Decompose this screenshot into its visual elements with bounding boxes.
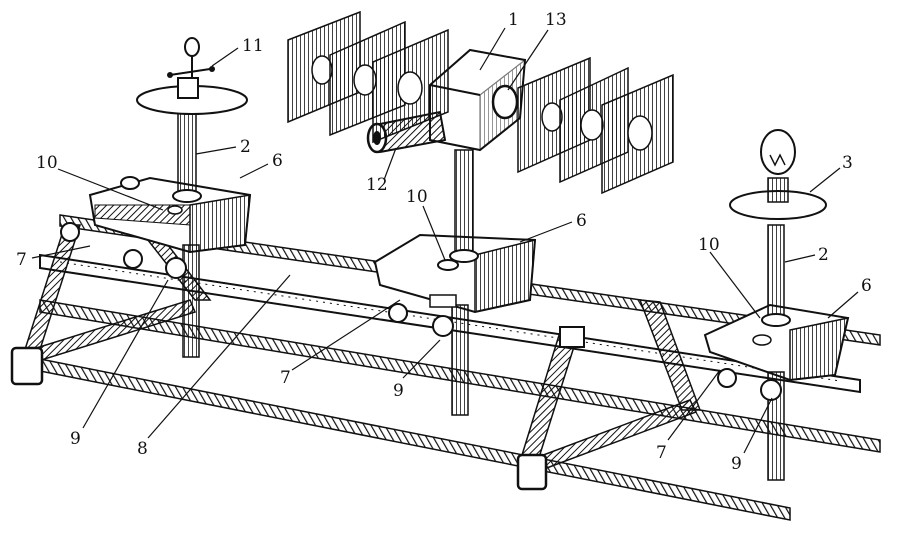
callout-7-left: 7 bbox=[16, 250, 27, 270]
callout-13: 13 bbox=[545, 10, 567, 30]
callout-1: 1 bbox=[508, 10, 519, 30]
left-stand bbox=[136, 37, 248, 203]
callout-8: 8 bbox=[137, 439, 148, 459]
callout-10-right: 10 bbox=[698, 235, 720, 255]
callout-12: 12 bbox=[366, 175, 388, 195]
right-trestle bbox=[516, 299, 702, 491]
callout-9-left: 9 bbox=[70, 429, 81, 449]
callout-10-middle: 10 bbox=[406, 187, 428, 207]
aperture-screens-left bbox=[287, 10, 449, 144]
callout-9-right: 9 bbox=[731, 454, 742, 474]
callout-6-right: 6 bbox=[861, 276, 872, 296]
callout-9-middle: 9 bbox=[393, 381, 404, 401]
callout-6-left: 6 bbox=[272, 151, 283, 171]
lamp-stand bbox=[729, 129, 827, 327]
projector-assembly bbox=[366, 48, 527, 263]
callout-2-left: 2 bbox=[240, 137, 251, 157]
right-carriage bbox=[703, 303, 850, 481]
callout-11: 11 bbox=[242, 36, 264, 56]
callout-10-left: 10 bbox=[36, 153, 58, 173]
callout-2-right: 2 bbox=[818, 245, 829, 265]
callout-6-middle: 6 bbox=[576, 211, 587, 231]
callout-7-right: 7 bbox=[656, 443, 667, 463]
aperture-screens-right bbox=[517, 56, 674, 195]
leader-lines bbox=[31, 27, 859, 454]
callout-3: 3 bbox=[842, 153, 853, 173]
middle-carriage bbox=[373, 233, 537, 416]
callout-labels: 1 13 11 2 6 10 7 12 10 6 3 2 10 6 7 9 9 … bbox=[16, 10, 872, 474]
callout-7-middle: 7 bbox=[280, 368, 291, 388]
